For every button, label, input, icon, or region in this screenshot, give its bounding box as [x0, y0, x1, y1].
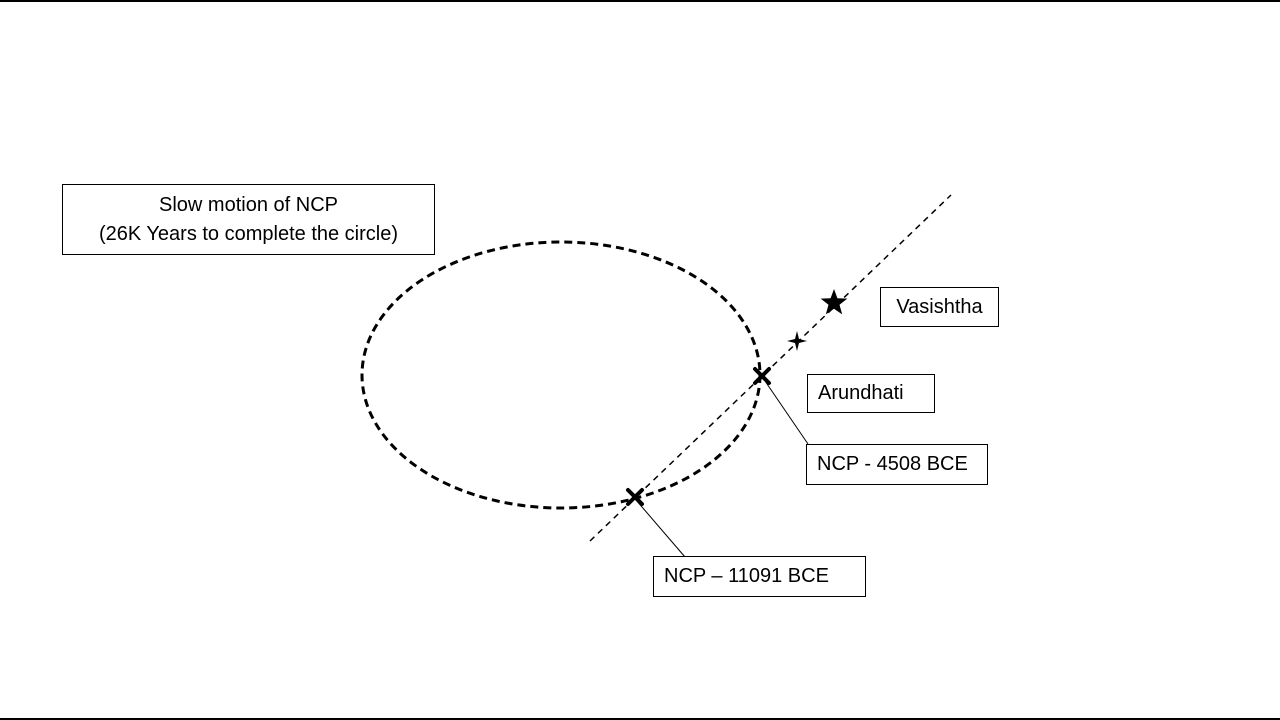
diagram-title: Slow motion of NCP [159, 193, 338, 216]
ncp-4508-marker-icon [753, 367, 771, 385]
top-border [0, 0, 1280, 2]
vasishtha-label: Vasishtha [880, 287, 999, 327]
diagram-title-box: Slow motion of NCP (26K Years to complet… [62, 184, 435, 255]
diagram-subtitle: (26K Years to complete the circle) [98, 222, 399, 245]
ncp-11091-label: NCP – 11091 BCE [653, 556, 866, 597]
ncp-4508-label: NCP - 4508 BCE [806, 444, 988, 485]
leader-line-4508 [764, 380, 809, 445]
bottom-border [0, 718, 1280, 720]
vasishtha-star-icon [820, 289, 848, 315]
ncp-11091-marker-icon [626, 488, 644, 506]
arundhati-label: Arundhati [807, 374, 935, 413]
leader-line-11091 [635, 499, 686, 558]
arundhati-star-icon [787, 331, 807, 351]
ncp-precession-circle [360, 240, 762, 510]
